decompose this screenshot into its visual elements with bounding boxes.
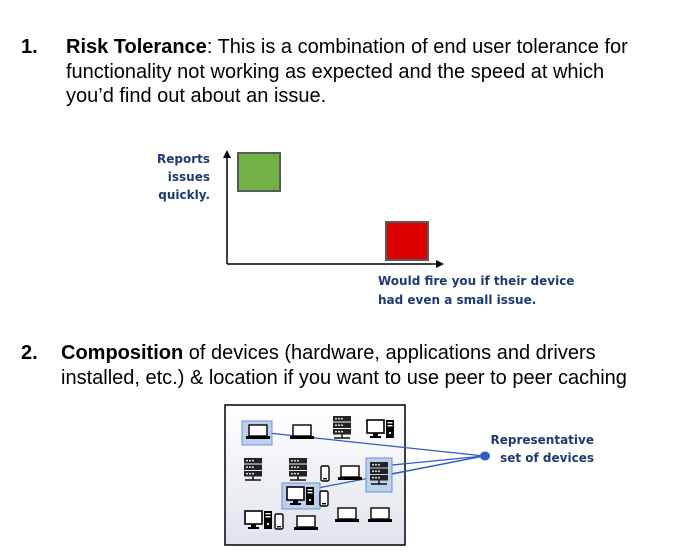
- risk-chart: Reports issues quickly. Would fire you i…: [140, 150, 574, 310]
- section-2-term: Composition: [61, 342, 184, 364]
- section-1-line-2: functionality not working as expected an…: [66, 60, 605, 83]
- green-square: [237, 152, 281, 192]
- y-axis-arrow: [223, 150, 231, 158]
- section-2-number: 2.: [21, 342, 38, 364]
- laptop-icon: [334, 507, 360, 523]
- laptop-icon: [289, 424, 315, 440]
- y-axis-label-line-3: quickly.: [158, 188, 210, 202]
- section-2-line-2: installed, etc.) & location if you want …: [61, 366, 627, 389]
- phone-icon: [319, 490, 329, 507]
- risk-chart-axes: [223, 150, 444, 268]
- section-1-line-3: you’d find out about an issue.: [66, 85, 327, 107]
- callout-label: Representative set of devices: [486, 431, 595, 467]
- laptop-icon: [245, 424, 271, 440]
- laptop-icon: [367, 507, 393, 523]
- section-1-line-1: Risk Tolerance: This is a combination of…: [66, 35, 628, 60]
- laptop-icon: [293, 515, 319, 531]
- x-axis-label: Would fire you if their device had even …: [378, 272, 574, 310]
- laptop-icon: [337, 465, 363, 481]
- section-1-term: Risk Tolerance: [66, 36, 207, 58]
- callout-dot: [480, 451, 490, 461]
- x-axis-label-line-2: had even a small issue.: [378, 293, 537, 307]
- phone-icon: [320, 465, 330, 482]
- y-axis-label-line-1: Reports: [156, 152, 210, 166]
- section-2: 2. Composition of devices (hardware, app…: [0, 341, 697, 396]
- x-axis-label-line-1: Would fire you if their device: [378, 274, 575, 288]
- section-2-line-1: Composition of devices (hardware, applic…: [61, 341, 596, 366]
- phone-icon: [274, 513, 284, 530]
- red-square: [385, 221, 429, 261]
- x-axis-arrow: [436, 260, 444, 268]
- y-axis-label-line-2: issues: [167, 170, 210, 184]
- section-1: 1. Risk Tolerance: This is a combination…: [0, 35, 697, 115]
- callout-label-line-2: set of devices: [500, 451, 594, 465]
- y-axis-label: Reports issues quickly.: [140, 150, 210, 204]
- section-1-line-1-rest: : This is a combination of end user tole…: [206, 36, 628, 58]
- section-2-line-1-rest: of devices (hardware, applications and d…: [183, 342, 596, 364]
- callout-label-line-1: Representative: [490, 433, 595, 447]
- section-1-number: 1.: [21, 36, 38, 58]
